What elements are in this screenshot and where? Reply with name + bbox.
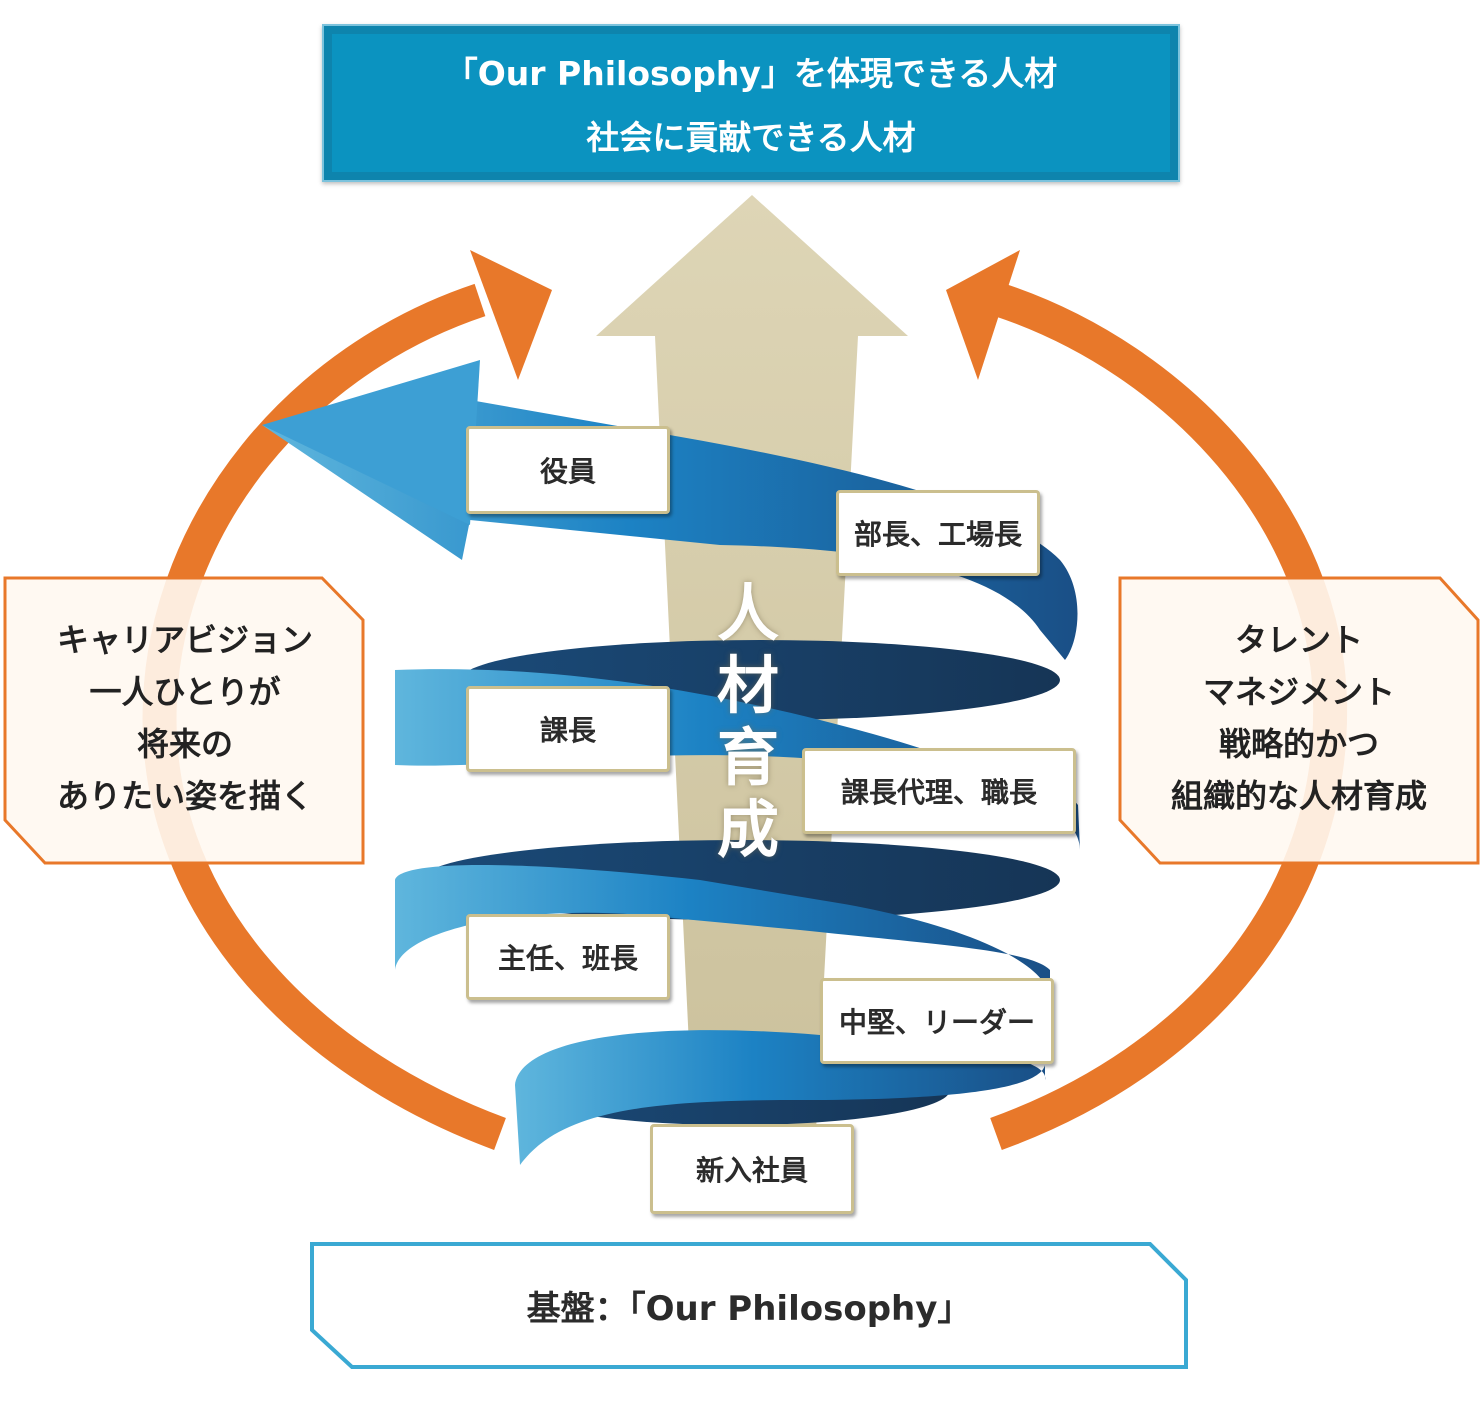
rank-new-hire: 新入社員 xyxy=(650,1124,854,1214)
left-panel-line: ありたい姿を描く xyxy=(56,777,313,815)
left-panel-line: 将来の xyxy=(136,725,233,763)
left-panel-frame xyxy=(3,576,365,865)
left-panel-line: 一人ひとりが xyxy=(89,673,281,711)
central-label-char: 成 xyxy=(716,793,779,866)
base-frame xyxy=(310,1242,1188,1369)
goal-line-1: 「Our Philosophy」を体現できる人材 xyxy=(444,54,1058,93)
right-panel-line: 戦略的かつ xyxy=(1218,725,1379,763)
central-label-char: 人 xyxy=(716,577,779,650)
goal-box: 「Our Philosophy」を体現できる人材 社会に貢献できる人材 xyxy=(322,24,1180,182)
rank-mid-level: 中堅、リーダー xyxy=(820,978,1054,1064)
right-panel-title: マネジメント xyxy=(1202,673,1395,711)
goal-line-2: 社会に貢献できる人材 xyxy=(586,118,916,157)
rank-executive: 役員 xyxy=(466,426,670,514)
central-label: 人 材 育 成 xyxy=(712,578,784,866)
right-panel: タレント マネジメント 戦略的かつ 組織的な人材育成 xyxy=(1124,614,1474,822)
right-panel-line: 組織的な人材育成 xyxy=(1170,777,1427,815)
right-panel-title: タレント xyxy=(1234,621,1363,659)
rank-section-chief: 課長 xyxy=(466,686,670,772)
rank-supervisor: 主任、班長 xyxy=(466,914,670,1000)
central-label-char: 育 xyxy=(716,721,779,794)
career-spiral xyxy=(262,360,1080,1165)
rank-director: 部長、工場長 xyxy=(836,490,1040,576)
rank-deputy: 課長代理、職長 xyxy=(802,748,1076,834)
base-label: 基盤：「Our Philosophy」 xyxy=(526,1288,972,1329)
central-label-char: 材 xyxy=(716,649,779,722)
left-panel-title: キャリアビジョン xyxy=(56,621,313,659)
left-panel: キャリアビジョン 一人ひとりが 将来の ありたい姿を描く xyxy=(10,614,360,822)
right-panel-frame xyxy=(1118,576,1480,865)
